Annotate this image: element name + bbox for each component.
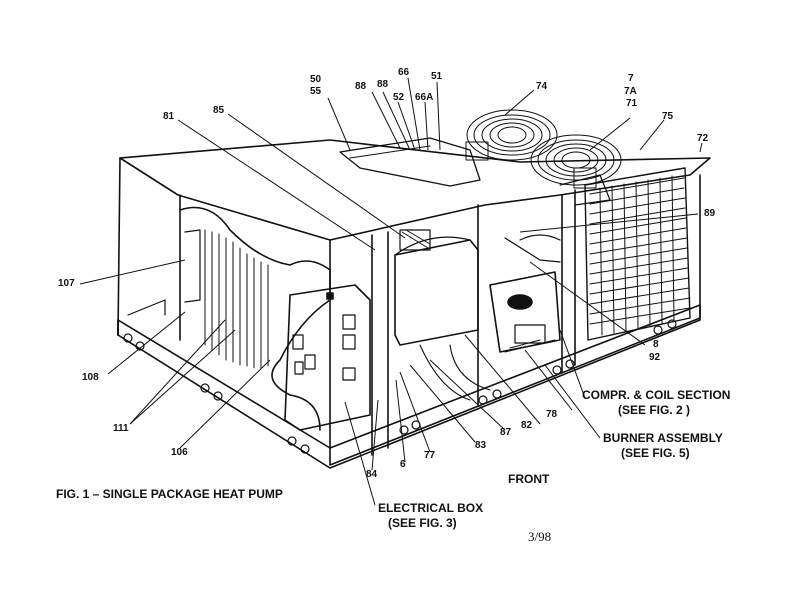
front-label: FRONT	[508, 472, 550, 486]
burner-assembly-label: BURNER ASSEMBLY	[603, 431, 723, 445]
cutaway-edge	[179, 206, 331, 431]
condenser-fan-right	[530, 134, 622, 189]
callout-6: 6	[400, 459, 406, 470]
condenser-fan-left	[465, 109, 558, 161]
electrical-box-label: ELECTRICAL BOX	[378, 501, 484, 515]
electrical-box-outline	[284, 284, 371, 431]
callout-66a: 66A	[415, 92, 434, 103]
callout-52: 52	[393, 92, 405, 103]
callout-75: 75	[662, 111, 674, 122]
callout-55: 55	[310, 86, 322, 97]
callout-8: 8	[653, 339, 659, 350]
blower-housing	[394, 239, 479, 346]
callout-108: 108	[82, 372, 99, 383]
indoor-coil	[204, 229, 269, 369]
base-holes	[123, 319, 677, 454]
callout-92: 92	[649, 352, 661, 363]
callout-82: 82	[521, 420, 533, 431]
leader-lines	[79, 77, 703, 506]
callout-84: 84	[366, 469, 378, 480]
callout-78: 78	[546, 409, 558, 420]
unit-front-face	[329, 174, 701, 466]
callout-89: 89	[704, 208, 716, 219]
callout-66: 66	[398, 67, 410, 78]
page-code: 3/98	[528, 529, 552, 544]
callout-111: 111	[113, 423, 129, 434]
callout-77: 77	[424, 450, 436, 461]
callout-71: 71	[626, 98, 638, 109]
callout-51: 51	[431, 71, 443, 82]
callout-7: 7	[628, 73, 634, 84]
callout-83: 83	[475, 440, 487, 451]
compr-section-ref: (SEE FIG. 2 )	[618, 403, 691, 417]
callout-107: 107	[58, 278, 75, 289]
callout-81: 81	[163, 111, 175, 122]
unit-top-panel	[119, 139, 711, 241]
callout-50: 50	[310, 74, 322, 85]
callout-88-a: 88	[355, 81, 367, 92]
callout-87: 87	[500, 427, 512, 438]
compr-section-label: COMPR. & COIL SECTION	[582, 388, 731, 402]
callout-88-b: 88	[377, 79, 389, 90]
callout-74: 74	[536, 81, 548, 92]
electrical-box-ref: (SEE FIG. 3)	[388, 516, 457, 530]
callout-106: 106	[171, 447, 188, 458]
callout-72: 72	[697, 133, 709, 144]
callout-7a: 7A	[624, 86, 637, 97]
burner-box	[489, 271, 561, 353]
figure-caption: FIG. 1 – SINGLE PACKAGE HEAT PUMP	[56, 487, 283, 501]
outdoor-coil	[584, 167, 691, 341]
callout-85: 85	[213, 105, 225, 116]
burner-assembly-ref: (SEE FIG. 5)	[621, 446, 690, 460]
